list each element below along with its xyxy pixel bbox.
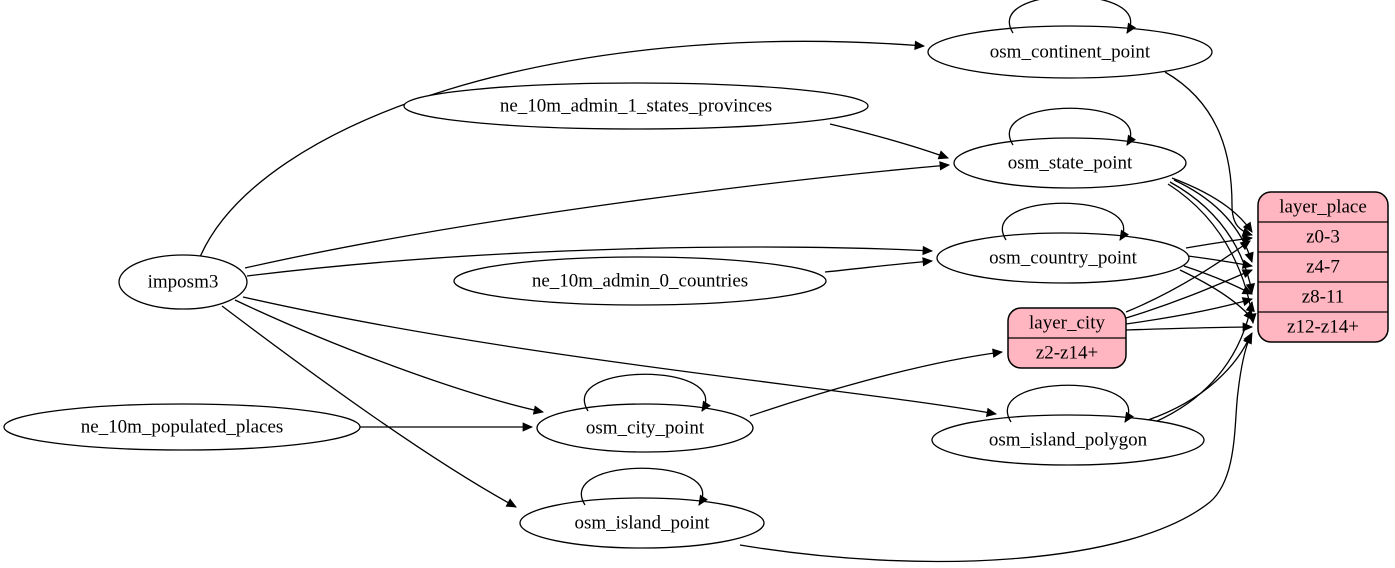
osm_continent_point-label: osm_continent_point [990,42,1151,63]
edge-layer_city-to-layer_place-z8-11 [1125,297,1253,325]
layer_city-row-layer_city: layer_city [1029,313,1105,334]
edge-imposm3-to-osm_continent_point [199,40,926,258]
edge-layer_city-to-layer_place-z12-z14+ [1125,322,1254,332]
node-layer_place: layer_place z0-3 z4-7 z8-11 z12-z14+ [1257,191,1389,343]
node-osm_country_point: osm_country_point [936,202,1190,284]
osm_island_polygon-ellipse [931,414,1205,466]
ne_10m_admin_1_states_provinces-ellipse [403,82,869,130]
osm_city_point-ellipse [536,403,754,453]
osm_island_point-ellipse [519,497,765,549]
node-osm_city_point: osm_city_point [536,373,754,453]
osm_state_point-label: osm_state_point [1008,153,1133,174]
node-ne_10m_populated_places: ne_10m_populated_places [3,403,361,451]
edge-imposm3-to-osm_country_point [246,245,934,277]
osm_country_point-label: osm_country_point [989,248,1137,269]
edge-layer [199,40,1257,563]
edge-imposm3-to-osm_island_polygon [242,296,998,417]
node-osm_island_point: osm_island_point [519,467,765,549]
edge-osm_island_polygon-to-layer_place-z8-11 [1154,300,1255,423]
node-layer: imposm3 ne_10m_admin_1_states_provincesne… [3,0,1389,549]
edge-osm_country_point-self-loop [1002,202,1129,241]
imposm3-ellipse [118,254,248,310]
node-ne_10m_admin_1_states_provinces: ne_10m_admin_1_states_provinces [403,82,869,130]
node-imposm3: imposm3 [118,254,248,310]
edge-osm_island_point-self-loop [581,467,708,506]
layer_place-row-z12-z14+: z12-z14+ [1287,317,1359,338]
edge-osm_state_point-self-loop [1009,107,1136,146]
osm_city_point-label: osm_city_point [586,418,705,439]
layer_place-row-layer_place: layer_place [1279,197,1367,218]
node-osm_state_point: osm_state_point [953,107,1187,189]
ne_10m_populated_places-ellipse [3,403,361,451]
edge-osm_continent_point-self-loop [1009,0,1136,34]
osm_island_point-label: osm_island_point [574,513,710,534]
ne_10m_populated_places-label: ne_10m_populated_places [81,417,284,438]
edge-osm_island_polygon-self-loop [1007,384,1134,423]
layer_place-record-box [1257,191,1389,343]
osm_island_polygon-label: osm_island_polygon [989,430,1148,451]
node-ne_10m_admin_0_countries: ne_10m_admin_0_countries [453,256,827,306]
osm_country_point-ellipse [936,232,1190,284]
ne_10m_admin_1_states_provinces-label: ne_10m_admin_1_states_provinces [500,96,772,117]
node-layer_city: layer_city z2-z14+ [1007,307,1127,369]
edge-imposm3-to-osm_city_point [234,299,545,415]
edge-osm_city_point-self-loop [584,373,711,412]
edge-osm_state_point-to-layer_place-z0-3 [1171,177,1253,233]
edge-layer_city-to-layer_place-z0-3 [1125,240,1251,313]
node-osm_continent_point: osm_continent_point [927,0,1213,79]
edge-ne_10m_admin_1_states_provinces-to-osm_state_point [829,123,949,160]
edge-ne_10m_admin_0_countries-to-osm_country_point [824,257,934,273]
edge-imposm3-to-osm_island_point [221,305,517,508]
osm_state_point-ellipse [953,137,1187,189]
edge-osm_island_point-to-layer_place-z12-z14+ [739,332,1253,563]
osm_continent_point-ellipse [927,25,1213,79]
node-osm_island_polygon: osm_island_polygon [931,384,1205,466]
layer_city-row-z2-z14+: z2-z14+ [1036,343,1098,364]
edge-osm_country_point-to-layer_place-z8-11 [1183,265,1253,295]
layer_place-row-z8-11: z8-11 [1302,287,1345,308]
layer_place-row-z0-3: z0-3 [1306,227,1340,248]
edge-osm_city_point-to-layer_city-z2-z14+ [749,348,1004,417]
edge-layer_city-to-layer_place-z4-7 [1125,269,1253,319]
edge-imposm3-to-osm_state_point [244,161,951,269]
layer_place-row-z4-7: z4-7 [1306,257,1340,278]
edge-osm_country_point-to-layer_place-z0-3 [1185,234,1254,249]
edge-osm_continent_point-to-layer_place-z0-3 [1164,71,1253,237]
edge-osm_state_point-to-layer_place-z4-7 [1173,179,1254,263]
edge-osm_island_polygon-to-layer_place-z12-z14+ [1147,333,1252,421]
edge-osm_country_point-to-layer_place-z4-7 [1187,255,1254,269]
imposm3-label: imposm3 [148,272,219,293]
ne_10m_admin_0_countries-ellipse [453,256,827,306]
edge-osm_state_point-to-layer_place-z8-11 [1169,181,1256,295]
ne_10m_admin_0_countries-label: ne_10m_admin_0_countries [532,271,748,292]
